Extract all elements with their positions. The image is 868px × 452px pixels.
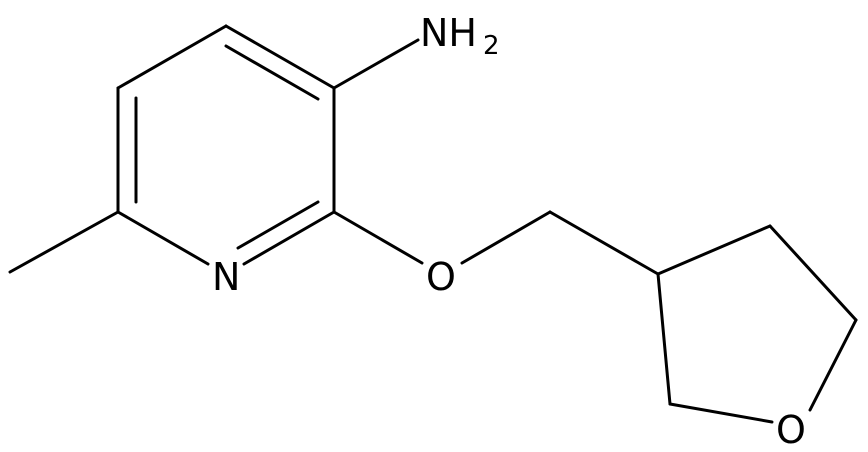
ring-bond-c2-n (242, 210, 336, 266)
ether-bond-c2-o (332, 210, 424, 265)
methyl-bond (8, 210, 120, 274)
ring-bond-n-c6 (116, 210, 210, 266)
thf-bond-c4-c5 (768, 224, 858, 322)
thf-oxygen-label: O (776, 408, 806, 452)
thf-bond-c3-c4 (656, 224, 772, 276)
thf-bond-c2-c3 (656, 272, 672, 406)
ether-oxygen-label: O (426, 255, 456, 299)
amine-subscript: 2 (483, 31, 500, 61)
ring-bond-c4-c3-inner (224, 44, 320, 101)
amine-bond (332, 38, 420, 90)
ring-bond-c2-n-inner (236, 200, 320, 250)
amine-label: NH (420, 11, 477, 55)
ring-nitrogen-label: N (212, 255, 240, 299)
ch2-to-thf-bond (548, 210, 660, 276)
ether-bond-o-ch2 (460, 210, 552, 265)
thf-bond-o-c2 (668, 402, 774, 424)
ring-bond-c4-c3 (224, 24, 336, 90)
ring-bond-c5-c4 (116, 24, 228, 90)
thf-bond-c5-o (808, 318, 858, 412)
